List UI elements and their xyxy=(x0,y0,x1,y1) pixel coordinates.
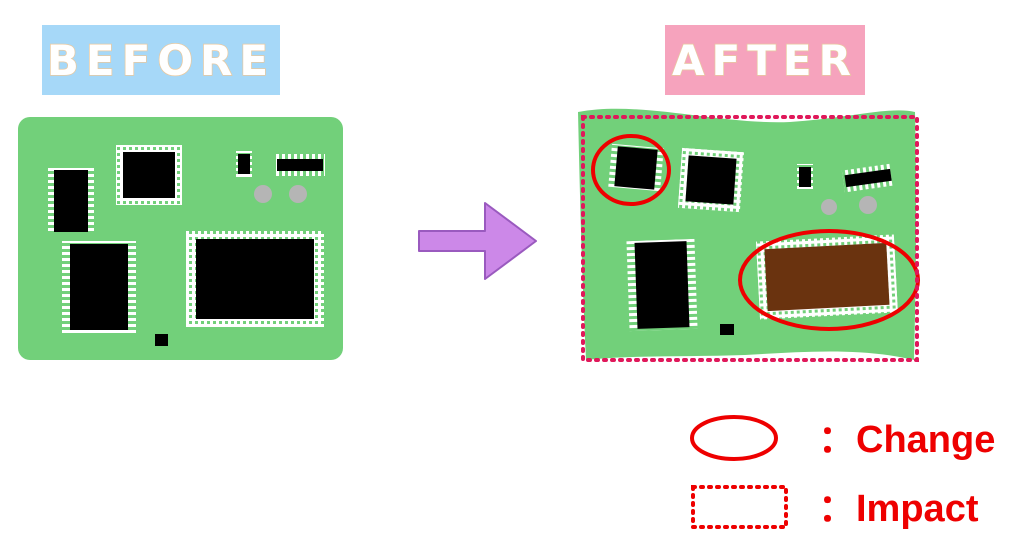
after-chip-tall xyxy=(626,238,698,332)
legend-change-marker xyxy=(690,415,778,461)
after-title: AFTER xyxy=(665,25,865,95)
after-small-component xyxy=(720,324,734,335)
change-marker-small-chip xyxy=(591,134,671,206)
before-board xyxy=(18,117,343,360)
before-chip-tall xyxy=(62,241,136,333)
before-pad-left xyxy=(254,185,272,203)
after-chip-changed xyxy=(756,234,898,320)
before-title: BEFORE xyxy=(42,25,280,95)
before-connector xyxy=(275,154,325,176)
before-chip-small-qfp xyxy=(116,145,182,205)
before-chip-left-column xyxy=(48,168,94,234)
before-transistor xyxy=(236,151,252,177)
after-pad-right xyxy=(859,196,877,214)
after-connector xyxy=(841,163,895,193)
after-transistor xyxy=(797,164,813,190)
legend-change-label: ：Change xyxy=(818,419,996,461)
legend-impact-label: ：Impact xyxy=(818,488,979,530)
legend-impact-marker xyxy=(691,485,788,529)
before-chip-large-qfp xyxy=(186,231,324,327)
right-arrow-icon xyxy=(418,202,537,280)
impact-region xyxy=(581,115,919,362)
before-pad-right xyxy=(289,185,307,203)
before-small-component xyxy=(155,334,168,346)
legend xyxy=(690,415,788,529)
after-chip-small-rotated xyxy=(608,143,664,193)
after-chip-qfp xyxy=(677,147,745,213)
after-pad-left xyxy=(821,199,837,215)
after-board xyxy=(578,108,917,361)
